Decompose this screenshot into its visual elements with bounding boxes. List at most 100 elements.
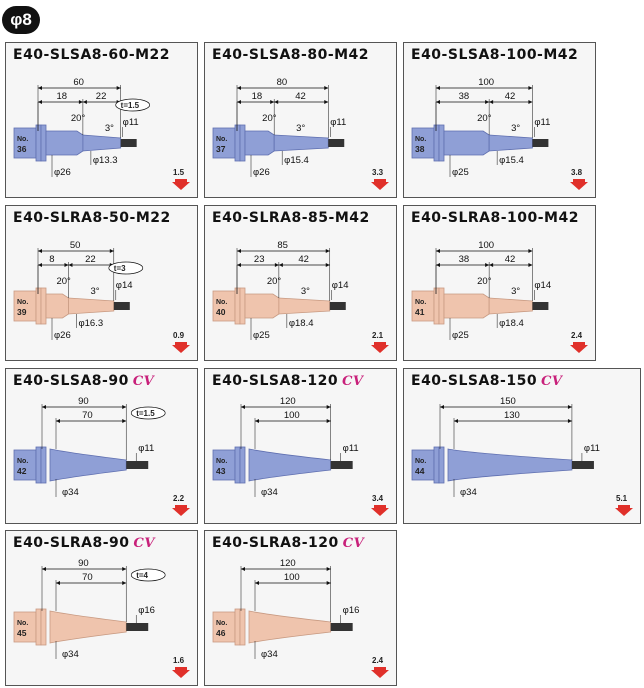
diameter-tip: φ11 — [123, 117, 139, 128]
diameter-mid: φ13.3 — [93, 155, 118, 166]
model-name: E40-SLRA8-50-M22 — [13, 210, 171, 226]
taper-label: 3° — [301, 286, 310, 297]
model-name: E40-SLSA8-120 — [212, 373, 339, 389]
weight-value: 0.9 — [173, 331, 185, 340]
item-number: 37 — [216, 144, 226, 154]
length-cone: 70 — [82, 410, 93, 421]
item-number: 36 — [17, 144, 27, 154]
angle-label: 20° — [477, 113, 492, 124]
taper-label: 3° — [296, 123, 305, 134]
weight-value: 3.3 — [372, 168, 384, 177]
weight-value: 3.8 — [571, 168, 583, 177]
diameter-mid: φ18.4 — [499, 318, 524, 329]
diameter-base: φ34 — [62, 649, 79, 660]
item-number: 41 — [415, 307, 425, 317]
diameter-tip: φ11 — [534, 117, 550, 128]
taper-section — [273, 134, 329, 152]
diameter-base: φ25 — [452, 330, 469, 341]
flange-ring — [35, 446, 42, 484]
diameter-base: φ26 — [54, 330, 71, 341]
taper-label: 3° — [511, 123, 520, 134]
length-step: 38 — [459, 254, 470, 265]
diameter-base: φ26 — [253, 167, 270, 178]
tool-shank — [329, 302, 346, 310]
taper-label: 3° — [511, 286, 520, 297]
cone-body — [49, 448, 127, 482]
taper-section — [488, 134, 533, 152]
diameter-tip: φ11 — [138, 443, 154, 454]
step-section — [443, 130, 490, 156]
no-label: No. — [415, 136, 426, 143]
cv-tag: CV — [132, 374, 155, 389]
length-taper: 42 — [505, 91, 516, 102]
length-step: 38 — [459, 91, 470, 102]
cv-tag: CV — [541, 374, 563, 389]
no-label: No. — [216, 620, 227, 627]
no-label: No. — [17, 299, 28, 306]
weight-arrow-icon — [371, 667, 389, 678]
tool-shank — [571, 461, 594, 469]
length-cone: 100 — [284, 410, 300, 421]
flange-ring — [40, 124, 47, 162]
weight-value: 2.1 — [372, 331, 384, 340]
holder-title: E40-SLSA8-100-M42 — [411, 47, 578, 63]
taper-section — [68, 297, 115, 315]
no-label: No. — [216, 136, 227, 143]
holder-title: E40-SLRA8-85-M42 — [212, 210, 370, 226]
length-cone: 100 — [284, 572, 300, 583]
step-section — [45, 293, 69, 319]
flange-ring — [239, 446, 246, 484]
weight-arrow-icon — [172, 342, 190, 353]
diameter-tip: φ16 — [343, 605, 360, 616]
diameter-mid: φ16.3 — [78, 318, 103, 329]
weight-value: 3.4 — [372, 494, 384, 503]
weight-value: 1.5 — [173, 168, 185, 177]
weight-arrow-icon — [615, 505, 633, 516]
length-step: 18 — [252, 91, 263, 102]
tool-shank — [328, 139, 345, 147]
flange-ring — [433, 446, 440, 484]
item-number: 43 — [216, 466, 226, 476]
length-total: 80 — [277, 77, 288, 88]
taper-label: 3° — [105, 123, 114, 134]
diameter-mid: φ15.4 — [284, 155, 309, 166]
step-section — [45, 130, 84, 156]
thickness-label: t=3 — [114, 264, 126, 273]
no-label: No. — [216, 299, 227, 306]
angle-label: 20° — [262, 113, 277, 124]
weight-arrow-icon — [371, 505, 389, 516]
item-number: 39 — [17, 307, 27, 317]
step-section — [443, 293, 490, 319]
length-total: 120 — [280, 558, 296, 569]
diameter-base: φ34 — [62, 487, 79, 498]
weight-arrow-icon — [172, 505, 190, 516]
diameter-base: φ34 — [261, 487, 278, 498]
length-taper: 42 — [298, 254, 309, 265]
flange-ring — [234, 608, 241, 646]
diameter-tip: φ14 — [332, 280, 349, 291]
diameter-tip: φ14 — [116, 280, 133, 291]
length-total: 100 — [478, 77, 494, 88]
length-step: 8 — [49, 254, 54, 265]
flange-ring — [438, 124, 445, 162]
model-name: E40-SLSA8-100-M42 — [411, 47, 579, 63]
flange-ring — [40, 608, 47, 646]
